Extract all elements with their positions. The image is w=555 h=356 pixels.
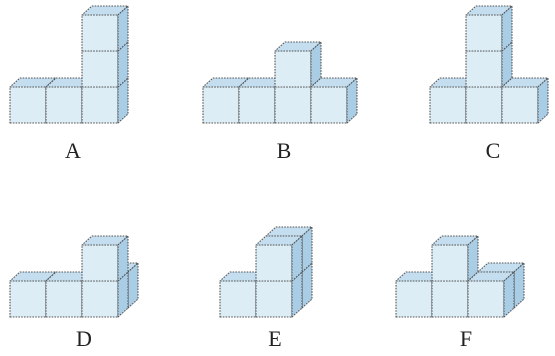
cube-front-face: [81, 244, 119, 282]
figure-f: [395, 235, 525, 318]
cube-side-face: [301, 262, 313, 309]
cube-front-face: [81, 14, 119, 52]
cube-side-face: [117, 5, 129, 52]
cube-side-face: [291, 271, 303, 318]
cube-side-face: [291, 235, 303, 282]
cube-top-face: [81, 5, 129, 16]
label-e: E: [268, 326, 281, 351]
cube-top-face: [429, 77, 477, 88]
cube-front-face: [45, 86, 83, 124]
cube-side-face: [127, 262, 139, 309]
label-c: C: [486, 138, 501, 163]
cube-front-face: [9, 280, 47, 318]
cube-top-face: [9, 77, 57, 88]
cube-front-face: [465, 86, 503, 124]
label-a: A: [65, 138, 81, 163]
cube-front-face: [255, 280, 293, 318]
cube-top-face: [45, 271, 93, 282]
cube-top-face: [395, 271, 443, 282]
cube-front-face: [431, 244, 469, 282]
figure-a: [9, 5, 129, 124]
cube-side-face: [117, 41, 129, 88]
cube-front-face: [501, 86, 539, 124]
cube-top-face: [238, 77, 286, 88]
cube-top-face: [310, 77, 358, 88]
cube-top-face: [255, 235, 303, 246]
cube-front-face: [467, 280, 505, 318]
cube-front-face: [465, 14, 503, 52]
cube-side-face: [346, 77, 358, 124]
cube-top-face: [431, 235, 479, 246]
cube-top-face: [202, 77, 250, 88]
cube-front-face: [9, 86, 47, 124]
cube-front-face: [219, 280, 257, 318]
label-d: D: [76, 326, 92, 351]
cube-top-face: [274, 41, 322, 52]
cube-top-face: [45, 77, 93, 88]
cube-front-face: [255, 244, 293, 282]
cube-front-face: [81, 50, 119, 88]
cube-top-face: [9, 271, 57, 282]
cube-side-face: [117, 77, 129, 124]
cube-side-face: [537, 77, 549, 124]
cube-side-face: [513, 262, 525, 309]
cube-front-face: [429, 86, 467, 124]
cube-front-face: [202, 86, 240, 124]
label-b: B: [277, 138, 292, 163]
cube-front-face: [274, 50, 312, 88]
cube-front-face: [431, 280, 469, 318]
cube-front-face: [310, 86, 348, 124]
cube-top-face: [467, 271, 515, 282]
cube-side-face: [503, 271, 515, 318]
cube-front-face: [81, 86, 119, 124]
cube-front-face: [395, 280, 433, 318]
cube-side-face: [501, 5, 513, 52]
cube-side-face: [301, 226, 313, 273]
cube-front-face: [81, 280, 119, 318]
cube-front-face: [274, 86, 312, 124]
figure-b: [202, 41, 358, 124]
figure-e: [219, 226, 313, 318]
cube-side-face: [117, 235, 129, 282]
label-f: F: [460, 326, 472, 351]
cube-front-face: [238, 86, 276, 124]
figure-c: [429, 5, 549, 124]
cube-top-face: [501, 77, 549, 88]
cube-top-face: [219, 271, 267, 282]
cube-top-face: [81, 235, 129, 246]
cube-side-face: [117, 271, 129, 318]
cube-front-face: [45, 280, 83, 318]
figure-d: [9, 235, 139, 318]
cube-top-face: [465, 5, 513, 16]
cube-front-face: [465, 50, 503, 88]
